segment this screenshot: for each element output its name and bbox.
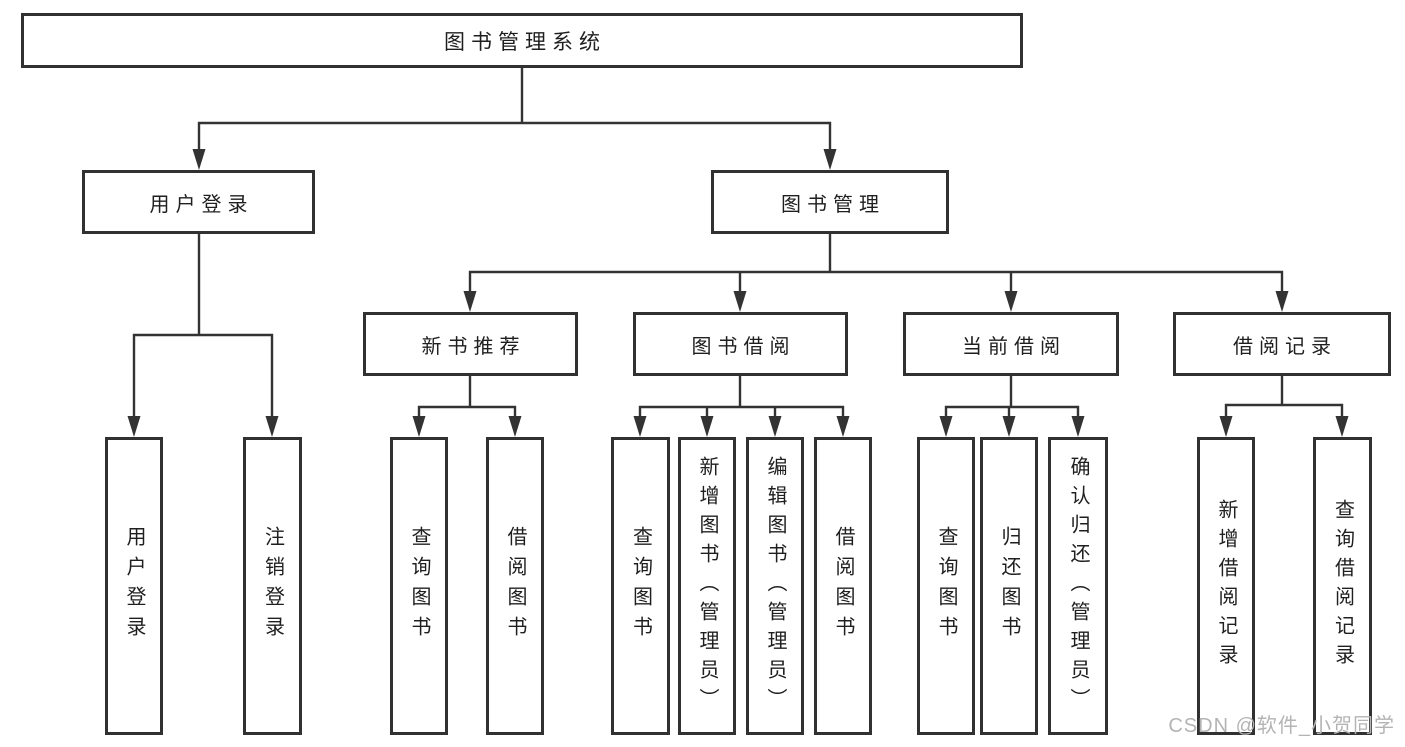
leaf-query-books-current: 查询图书 — [917, 437, 975, 735]
node-label: 用户登录 — [123, 526, 145, 646]
connector-root-to-level2 — [197, 65, 832, 154]
node-label: 查询图书 — [629, 526, 652, 646]
leaf-query-borrow-record: 查询借阅记录 — [1313, 437, 1372, 735]
node-label: 图书管理系统 — [444, 30, 606, 54]
connector-borrowing-records-to-leaves — [1224, 374, 1344, 422]
node-label: 查询图书 — [408, 526, 430, 646]
leaf-confirm-return-admin: 确认归还（管理员） — [1048, 437, 1108, 735]
leaf-borrow-books-recommend: 借阅图书 — [486, 437, 544, 735]
node-book-borrowing: 图书借阅 — [633, 312, 848, 376]
node-label: 新增图书（管理员） — [696, 455, 718, 717]
node-library-system: 图书管理系统 — [21, 13, 1023, 68]
arrowhead-icon — [127, 416, 141, 437]
node-label: 确认归还（管理员） — [1067, 455, 1089, 717]
connector-book-management-to-level3 — [468, 231, 1284, 297]
node-label: 借阅记录 — [1233, 335, 1337, 358]
node-label: 查询借阅记录 — [1331, 499, 1354, 673]
leaf-return-books: 归还图书 — [980, 437, 1038, 735]
node-label: 当前借阅 — [962, 335, 1066, 358]
node-label: 图书借阅 — [691, 335, 796, 358]
leaf-borrow-books-borrowing: 借阅图书 — [814, 437, 872, 735]
connector-user-login-to-leaves — [132, 231, 274, 422]
arrowhead-icon — [1004, 291, 1018, 312]
node-book-management: 图书管理 — [711, 170, 949, 234]
arrowhead-icon — [1335, 416, 1349, 437]
leaf-user-login: 用户登录 — [105, 437, 163, 735]
connector-new-book-recommend-to-leaves — [417, 374, 517, 422]
arrowhead-icon — [192, 149, 206, 170]
arrowhead-icon — [1002, 416, 1016, 437]
node-label: 新增借阅记录 — [1215, 499, 1237, 673]
leaf-query-books-recommend: 查询图书 — [390, 437, 448, 735]
arrowhead-icon — [823, 149, 837, 170]
arrowhead-icon — [1219, 416, 1233, 437]
node-label: 注销登录 — [261, 526, 284, 646]
leaf-logout: 注销登录 — [243, 437, 302, 735]
node-label: 用户登录 — [149, 193, 254, 216]
arrowhead-icon — [836, 416, 850, 437]
node-user-login: 用户登录 — [82, 170, 315, 234]
node-new-book-recommend: 新书推荐 — [363, 312, 578, 376]
node-label: 编辑图书（管理员） — [764, 455, 786, 717]
node-current-borrowing: 当前借阅 — [903, 312, 1119, 376]
arrowhead-icon — [265, 416, 279, 437]
connector-current-borrowing-to-leaves — [944, 374, 1080, 422]
arrowhead-icon — [1275, 291, 1289, 312]
arrowhead-icon — [633, 416, 647, 437]
node-label: 图书管理 — [781, 193, 885, 216]
node-label: 查询图书 — [935, 526, 957, 646]
connector-book-borrowing-to-leaves — [638, 374, 845, 422]
arrowhead-icon — [768, 416, 782, 437]
node-label: 借阅图书 — [832, 526, 854, 646]
node-label: 借阅图书 — [504, 526, 526, 646]
node-borrowing-records: 借阅记录 — [1173, 312, 1391, 376]
arrowhead-icons — [127, 149, 1349, 437]
leaf-query-books-borrowing: 查询图书 — [611, 437, 670, 735]
arrowhead-icon — [939, 416, 953, 437]
arrowhead-icon — [733, 291, 747, 312]
leaf-add-borrow-record: 新增借阅记录 — [1197, 437, 1255, 735]
leaf-edit-books-admin: 编辑图书（管理员） — [746, 437, 804, 735]
arrowhead-icon — [700, 416, 714, 437]
node-label: 归还图书 — [998, 526, 1020, 646]
node-label: 新书推荐 — [421, 335, 526, 358]
arrowhead-icon — [463, 291, 477, 312]
leaf-add-books-admin: 新增图书（管理员） — [678, 437, 736, 735]
arrowhead-icon — [1071, 416, 1085, 437]
arrowhead-icon — [412, 416, 426, 437]
arrowhead-icon — [508, 416, 522, 437]
